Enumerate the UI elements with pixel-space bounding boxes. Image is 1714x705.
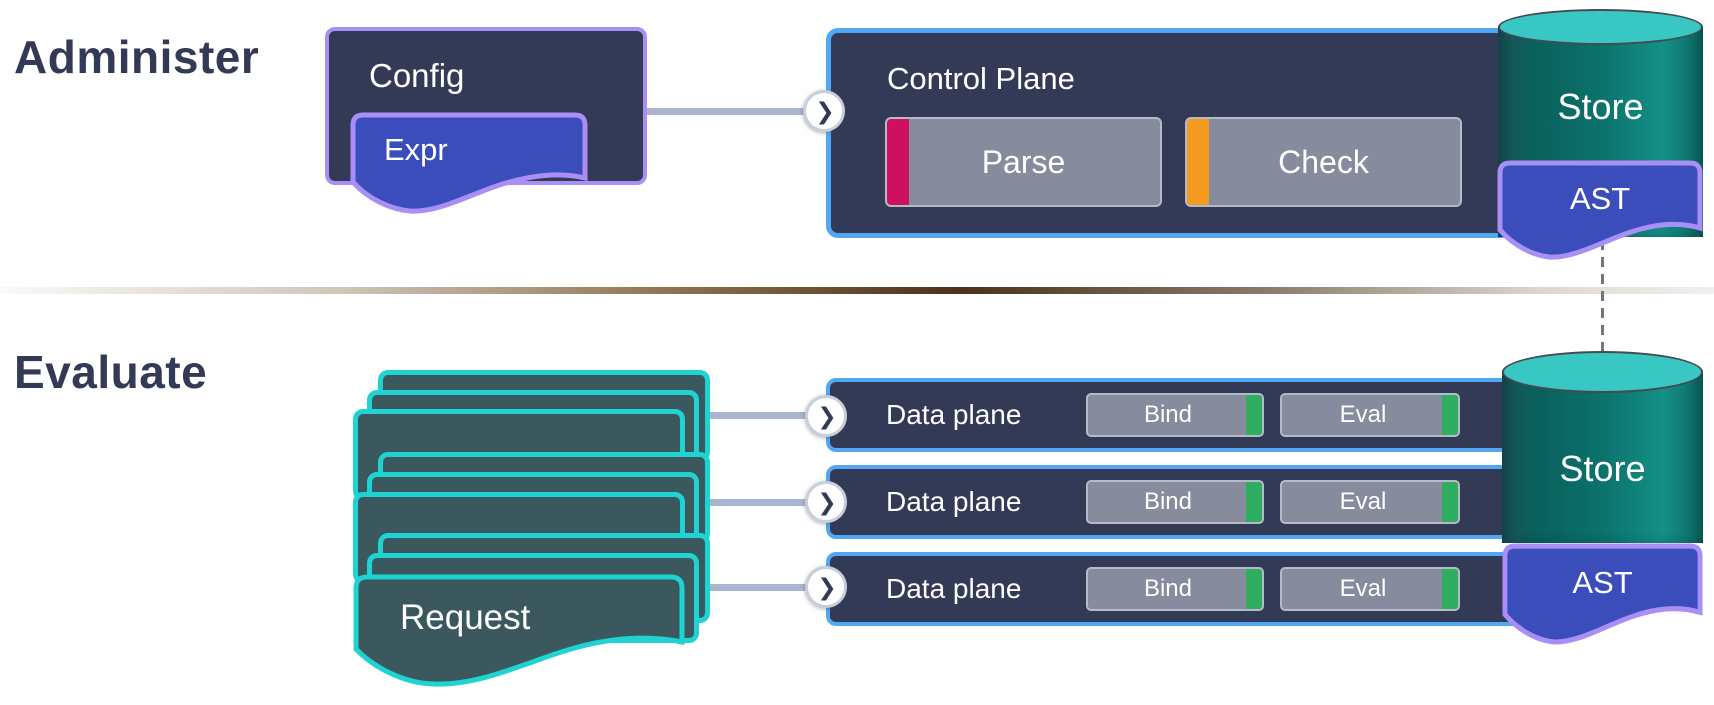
data-plane-label: Data plane bbox=[886, 573, 1022, 604]
eval-step: Eval bbox=[1280, 480, 1460, 524]
store-label-bottom: Store bbox=[1559, 448, 1646, 489]
data-plane-row-2: Data plane Bind Eval bbox=[826, 465, 1580, 539]
ast-document-icon-top bbox=[1497, 160, 1703, 260]
connector-request-to-dataplane-2 bbox=[660, 499, 810, 506]
section-title-administer: Administer bbox=[14, 31, 260, 83]
request-label: Request bbox=[400, 598, 531, 637]
connector-config-to-control-plane bbox=[640, 108, 810, 115]
bind-step: Bind bbox=[1086, 567, 1264, 611]
section-divider bbox=[0, 287, 1714, 294]
data-plane-label: Data plane bbox=[886, 399, 1022, 430]
bind-step: Bind bbox=[1086, 393, 1264, 437]
request-document-icon bbox=[353, 574, 685, 687]
eval-accent-stripe bbox=[1442, 482, 1458, 522]
data-plane-label: Data plane bbox=[886, 486, 1022, 517]
chevron-right-icon: ❯ bbox=[815, 97, 835, 124]
eval-accent-stripe bbox=[1442, 395, 1458, 435]
bind-accent-stripe bbox=[1246, 482, 1262, 522]
store-cylinder-bottom-cap bbox=[1502, 351, 1703, 393]
store-label-top: Store bbox=[1557, 86, 1644, 127]
check-step: Check bbox=[1185, 117, 1462, 207]
control-plane-box: Control Plane Parse Check bbox=[826, 28, 1556, 238]
eval-accent-stripe bbox=[1442, 569, 1458, 609]
bind-accent-stripe bbox=[1246, 395, 1262, 435]
flow-chevron-circle: ❯ bbox=[805, 481, 847, 523]
flow-chevron-circle: ❯ bbox=[803, 90, 845, 132]
flow-chevron-circle: ❯ bbox=[805, 566, 847, 608]
dashed-connector-store-to-store bbox=[1601, 240, 1604, 352]
store-cylinder-bottom bbox=[1502, 372, 1703, 543]
parse-label: Parse bbox=[981, 143, 1066, 180]
control-plane-title: Control Plane bbox=[887, 61, 1075, 96]
store-cylinder-top-cap bbox=[1498, 9, 1703, 45]
parse-step: Parse bbox=[885, 117, 1162, 207]
eval-label: Eval bbox=[1339, 488, 1387, 515]
flow-chevron-circle: ❯ bbox=[805, 395, 847, 437]
bind-label: Bind bbox=[1143, 401, 1193, 428]
eval-label: Eval bbox=[1339, 575, 1387, 602]
ast-label-top: AST bbox=[1569, 181, 1631, 216]
config-label: Config bbox=[369, 57, 465, 94]
bind-label: Bind bbox=[1143, 575, 1193, 602]
chevron-right-icon: ❯ bbox=[817, 573, 837, 600]
connector-request-to-dataplane-3 bbox=[660, 584, 810, 591]
bind-label: Bind bbox=[1143, 488, 1193, 515]
chevron-right-icon: ❯ bbox=[817, 402, 837, 429]
parse-accent-stripe bbox=[887, 119, 909, 205]
eval-label: Eval bbox=[1339, 401, 1387, 428]
check-accent-stripe bbox=[1187, 119, 1209, 205]
data-plane-row-3: Data plane Bind Eval bbox=[826, 552, 1580, 626]
eval-step: Eval bbox=[1280, 567, 1460, 611]
expr-document-icon bbox=[350, 112, 588, 214]
ast-document-icon-bottom bbox=[1502, 543, 1703, 645]
chevron-right-icon: ❯ bbox=[817, 488, 837, 515]
expr-label: Expr bbox=[384, 132, 448, 167]
bind-accent-stripe bbox=[1246, 569, 1262, 609]
data-plane-row-1: Data plane Bind Eval bbox=[826, 378, 1580, 452]
check-label: Check bbox=[1278, 143, 1369, 180]
eval-step: Eval bbox=[1280, 393, 1460, 437]
connector-request-to-dataplane-1 bbox=[660, 412, 810, 419]
bind-step: Bind bbox=[1086, 480, 1264, 524]
section-title-evaluate: Evaluate bbox=[14, 346, 208, 398]
ast-label-bottom: AST bbox=[1572, 565, 1633, 600]
